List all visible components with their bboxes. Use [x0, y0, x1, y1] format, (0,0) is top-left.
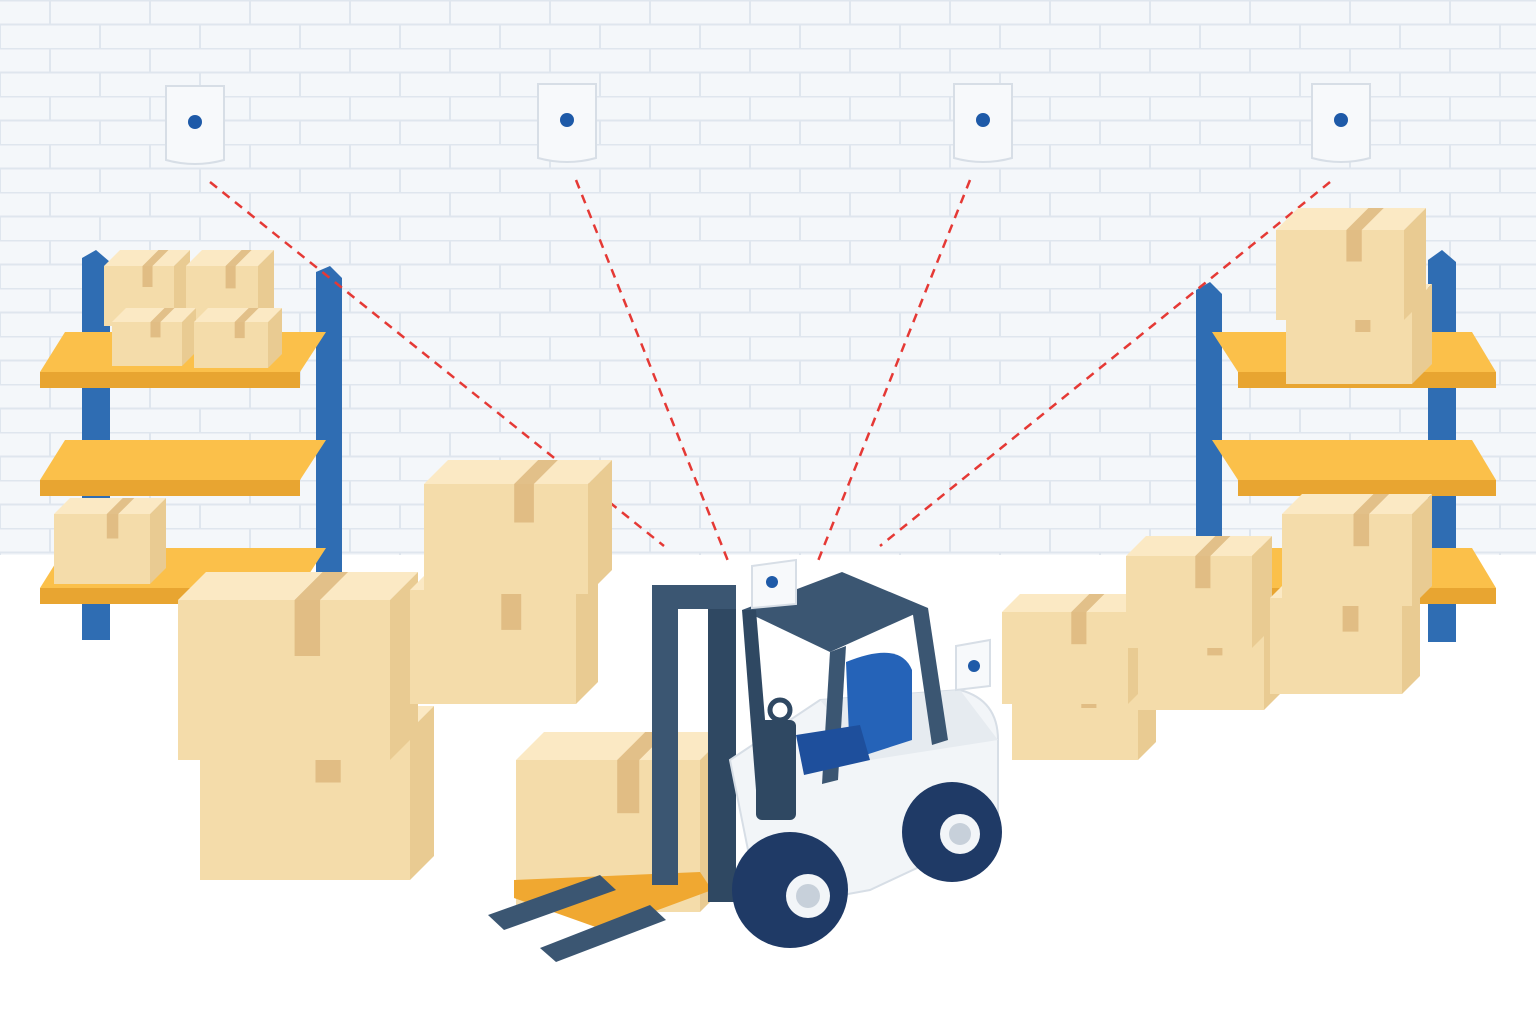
cardboard-box-icon	[1126, 536, 1272, 648]
forklift-mast-left	[652, 585, 678, 885]
signal-line	[879, 181, 1331, 547]
cardboard-boxes	[54, 208, 1432, 930]
cardboard-box-icon	[424, 460, 612, 594]
signal-line	[574, 179, 732, 567]
signal-line	[814, 179, 972, 567]
forklift-front-tire	[732, 832, 848, 948]
cardboard-box-icon	[104, 250, 190, 326]
forklift-fork-right	[540, 905, 666, 962]
forklift-pallet	[514, 872, 712, 930]
cardboard-box-icon	[1276, 208, 1426, 320]
cardboard-box-icon	[1282, 494, 1432, 606]
forklift-roof	[742, 572, 928, 652]
wall-beacon-icon	[1311, 83, 1371, 163]
left-rack-shelf-middle	[40, 440, 326, 496]
forklift-side-tag-icon	[955, 638, 991, 692]
forklift-tag-icon	[751, 558, 797, 610]
wall-beacon-icon	[953, 83, 1013, 163]
forklift-rear-tire	[902, 782, 1002, 882]
cardboard-box-icon	[54, 498, 166, 584]
forklift-seat	[846, 652, 912, 760]
right-rack-shelf-middle	[1212, 440, 1496, 496]
cardboard-box-icon	[194, 308, 282, 368]
forklift-icon	[488, 558, 1002, 962]
forklift-mast-right	[708, 592, 736, 902]
forklift-fork-left	[488, 875, 616, 930]
wall-beacon-icon	[537, 83, 597, 163]
cardboard-box-icon	[112, 308, 196, 366]
wall-beacons	[165, 83, 1371, 165]
cardboard-box-icon	[178, 572, 418, 760]
cardboard-box-icon	[1002, 594, 1146, 704]
wall-beacon-icon	[165, 85, 225, 165]
